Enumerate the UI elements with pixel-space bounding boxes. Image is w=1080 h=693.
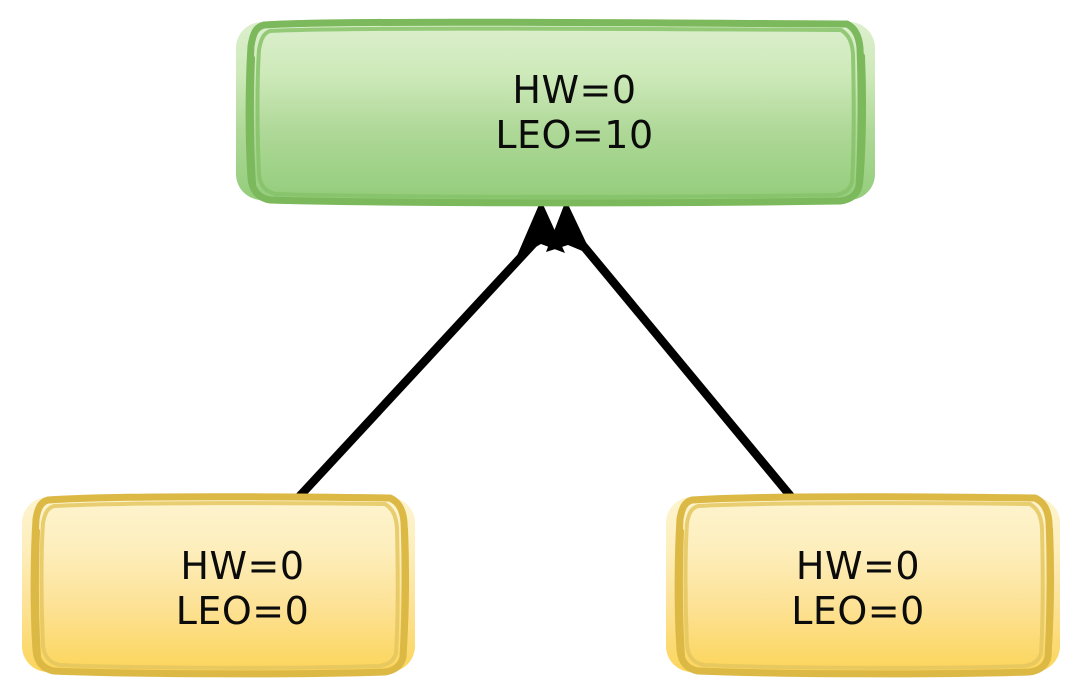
edge-right-arrowhead (546, 200, 592, 255)
state-node-left-line1: HW=0 (180, 543, 305, 588)
edge-left-to-root (293, 200, 565, 502)
edge-right-to-root (546, 200, 797, 502)
state-node-right-line1: HW=0 (795, 543, 921, 588)
state-node-right-line2: LEO=0 (791, 588, 925, 633)
edge-left-line (293, 226, 551, 502)
edge-right-line (567, 228, 797, 502)
state-node-root-line2: LEO=10 (495, 113, 654, 157)
state-node-left-line2: LEO=0 (175, 588, 310, 633)
state-node-root-line1: HW=0 (512, 68, 637, 113)
